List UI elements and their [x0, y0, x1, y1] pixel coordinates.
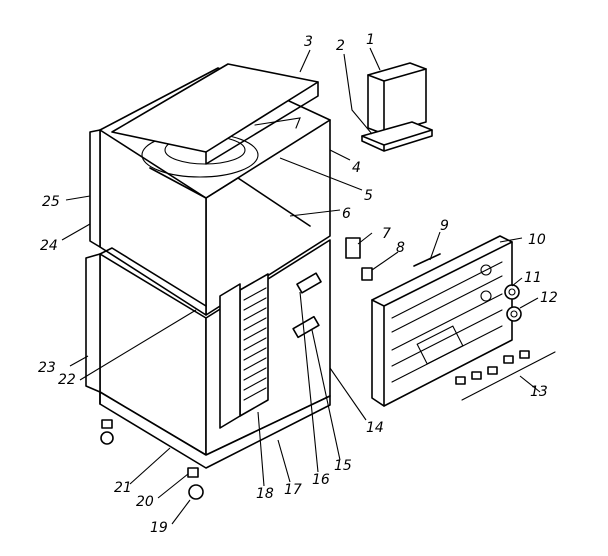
label-part-14: 14	[366, 420, 384, 436]
label-part-2: 2	[336, 38, 345, 54]
label-part-25: 25	[42, 194, 60, 210]
label-part-19: 19	[150, 520, 168, 536]
label-part-1: 1	[366, 32, 375, 48]
label-part-10: 10	[528, 232, 546, 248]
label-part-6: 6	[342, 206, 351, 222]
part-1-box	[367, 62, 427, 135]
part-9-strip	[413, 253, 441, 267]
label-part-20: 20	[136, 494, 154, 510]
part-11-knob	[504, 284, 520, 300]
label-part-8: 8	[396, 240, 405, 256]
label-part-18: 18	[256, 486, 274, 502]
label-part-4: 4	[352, 160, 361, 176]
part-12-knob	[506, 306, 522, 322]
part-2-base	[361, 121, 433, 152]
label-part-5: 5	[364, 188, 373, 204]
part-10-front-panel	[371, 235, 513, 407]
lower-cabinet	[85, 239, 331, 469]
part-19-caster	[188, 484, 204, 500]
part-18-rack	[219, 273, 269, 429]
label-part-22: 22	[58, 372, 76, 388]
part-8-clip	[361, 267, 373, 281]
part-13-buttons	[455, 350, 556, 401]
label-part-3: 3	[304, 34, 313, 50]
label-part-9: 9	[440, 218, 449, 234]
label-part-21: 21	[114, 480, 132, 496]
part-7-bracket	[345, 237, 361, 259]
label-part-11: 11	[524, 270, 542, 286]
label-part-24: 24	[40, 238, 58, 254]
label-part-23: 23	[38, 360, 56, 376]
label-part-13: 13	[530, 384, 548, 400]
upper-cabinet	[89, 63, 331, 316]
label-part-15: 15	[334, 458, 352, 474]
caster-left	[100, 419, 114, 445]
label-part-12: 12	[540, 290, 558, 306]
leader-lines	[61, 47, 541, 525]
part-20-foot	[187, 467, 199, 478]
label-part-7: 7	[382, 226, 391, 242]
label-part-17: 17	[284, 482, 302, 498]
label-part-16: 16	[312, 472, 330, 488]
part-labels: 1 2 3 4 5 6 7 8 9 10 11 12 13 14 15 16 1…	[38, 32, 558, 536]
